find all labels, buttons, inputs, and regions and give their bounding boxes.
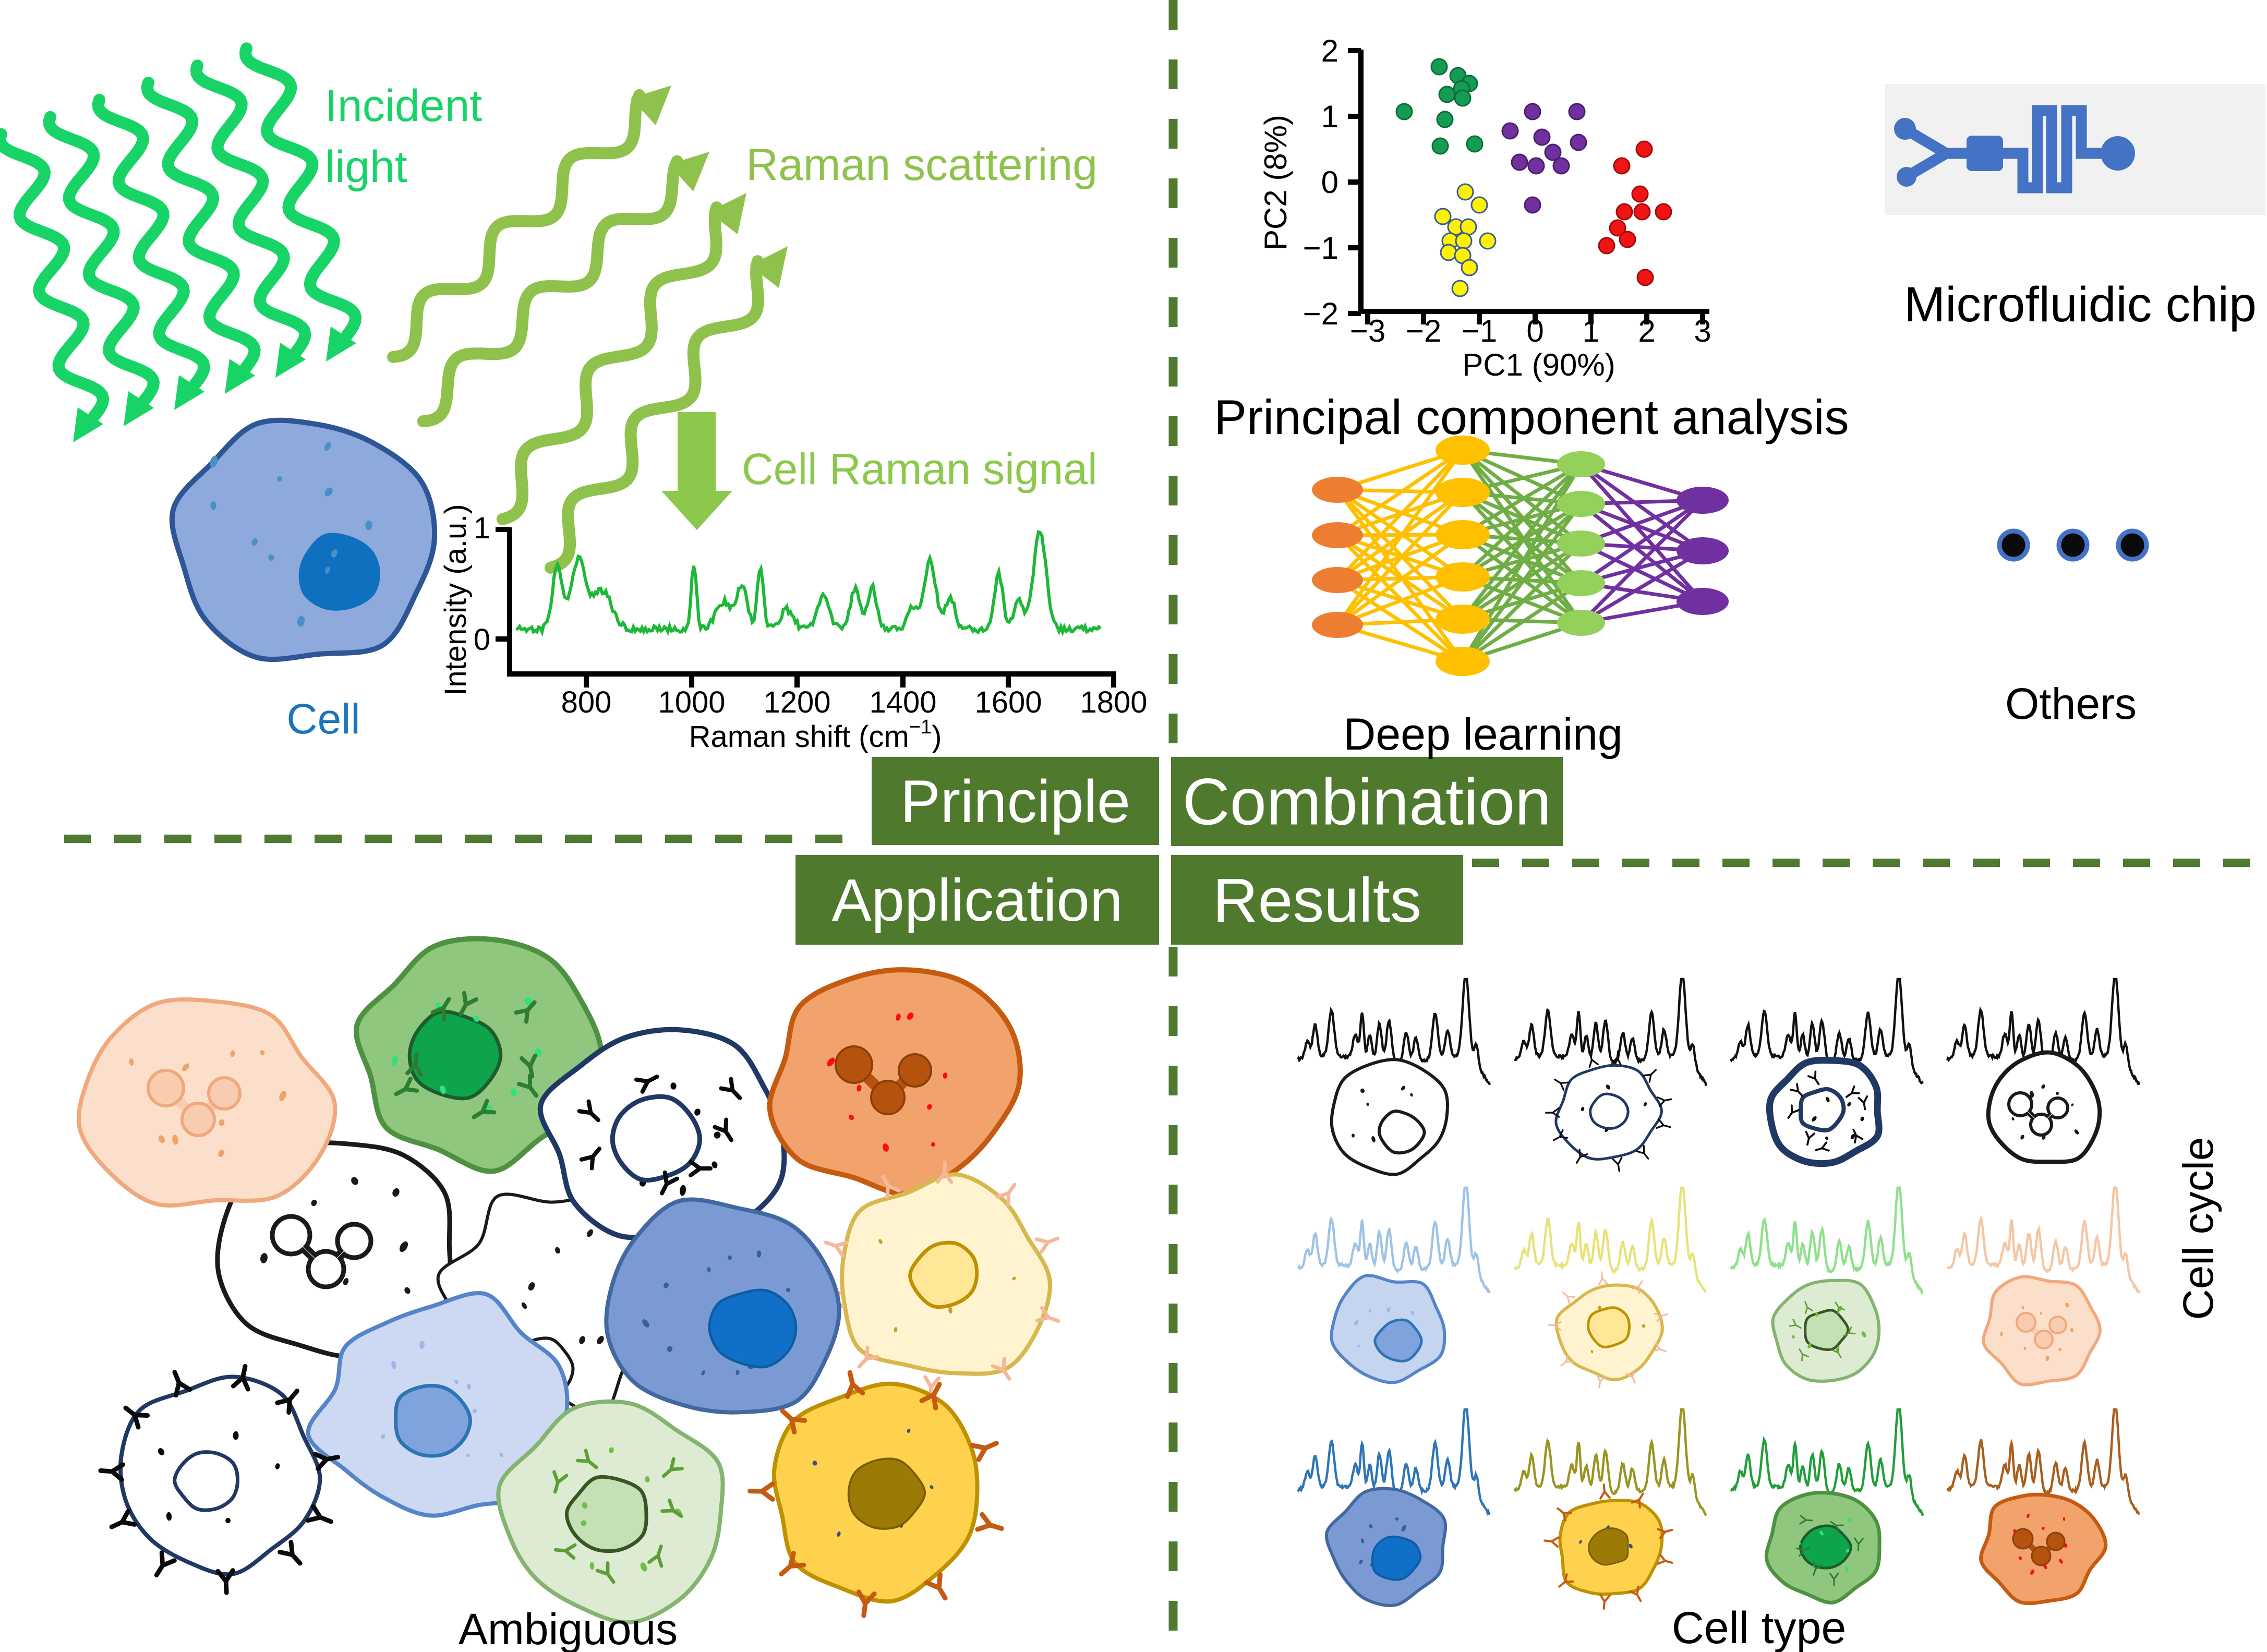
svg-text:Principal component analysis: Principal component analysis — [1214, 390, 1849, 444]
svg-text:Intensity (a.u.): Intensity (a.u.) — [439, 504, 473, 695]
svg-text:Ambiguous: Ambiguous — [459, 1605, 678, 1652]
svg-text:1200: 1200 — [763, 685, 830, 719]
svg-text:−1: −1 — [1303, 231, 1339, 266]
svg-text:800: 800 — [561, 685, 612, 719]
svg-text:Incident: Incident — [325, 81, 482, 131]
svg-text:0: 0 — [1321, 165, 1339, 200]
svg-text:1400: 1400 — [869, 685, 936, 719]
svg-text:Raman scattering: Raman scattering — [746, 140, 1098, 190]
svg-text:Microfluidic chip: Microfluidic chip — [1904, 277, 2257, 332]
svg-text:1: 1 — [474, 511, 490, 545]
svg-text:2: 2 — [1321, 33, 1339, 68]
svg-text:−1: −1 — [1462, 313, 1497, 348]
svg-text:0: 0 — [1526, 313, 1544, 348]
svg-text:Application: Application — [832, 867, 1123, 934]
svg-text:−3: −3 — [1350, 313, 1385, 348]
svg-text:Results: Results — [1213, 865, 1421, 935]
svg-text:Raman shift (cm−1): Raman shift (cm−1) — [689, 716, 942, 754]
svg-text:1: 1 — [1582, 313, 1599, 348]
svg-text:0: 0 — [474, 623, 490, 657]
svg-text:1800: 1800 — [1080, 685, 1147, 719]
svg-text:Cell type: Cell type — [1672, 1603, 1847, 1652]
svg-text:PC1 (90%): PC1 (90%) — [1462, 347, 1615, 382]
svg-text:Deep learning: Deep learning — [1343, 709, 1622, 759]
svg-text:light: light — [325, 142, 407, 192]
svg-text:Cell: Cell — [286, 695, 360, 743]
svg-text:−2: −2 — [1303, 296, 1339, 331]
svg-text:1600: 1600 — [974, 685, 1042, 719]
svg-text:1000: 1000 — [658, 685, 725, 719]
svg-text:Cell Raman signal: Cell Raman signal — [742, 444, 1098, 493]
svg-text:Principle: Principle — [900, 768, 1130, 835]
svg-text:Cell cycle: Cell cycle — [2175, 1137, 2222, 1320]
svg-text:Combination: Combination — [1183, 765, 1551, 839]
svg-text:1: 1 — [1321, 99, 1339, 134]
svg-text:−2: −2 — [1406, 313, 1441, 348]
svg-text:2: 2 — [1638, 313, 1655, 348]
svg-text:PC2 (8%): PC2 (8%) — [1258, 115, 1293, 250]
svg-text:3: 3 — [1694, 313, 1711, 348]
svg-text:Others: Others — [2005, 679, 2137, 728]
